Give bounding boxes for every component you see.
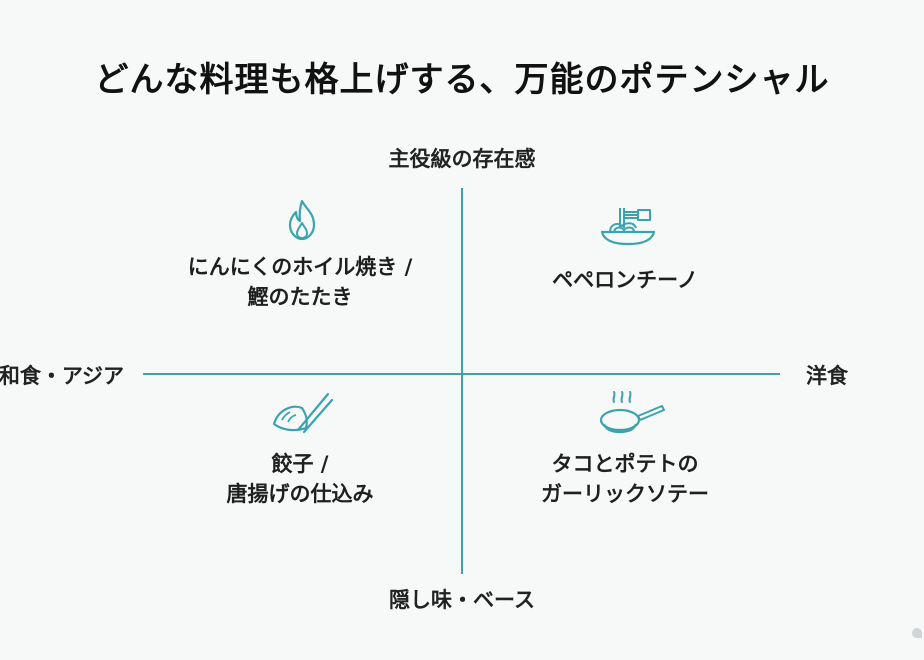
quadrant-top-right-line-1: ペペロンチーノ (552, 268, 698, 292)
pasta-fork-icon (600, 208, 656, 246)
vertical-axis (461, 188, 463, 574)
axis-label-top: 主役級の存在感 (388, 147, 536, 171)
quadrant-bottom-right: タコとポテトの ガーリックソテー (475, 449, 775, 509)
axis-label-bottom: 隠し味・ベース (389, 588, 535, 612)
axis-label-right: 洋食 (806, 364, 848, 388)
dumpling-chopsticks-icon (272, 392, 334, 434)
horizontal-axis (143, 373, 780, 375)
quadrant-bottom-left-line-2: 唐揚げの仕込み (226, 482, 374, 506)
page-title: どんな料理も格上げする、万能のポテンシャル (94, 60, 830, 100)
quadrant-bottom-left: 餃子 / 唐揚げの仕込み (150, 449, 450, 509)
corner-logo-icon (912, 628, 922, 638)
quadrant-top-left: にんにくのホイル焼き / 鰹のたたき (150, 252, 450, 312)
frying-pan-icon (599, 391, 665, 434)
quadrant-top-right: ペペロンチーノ (475, 265, 775, 295)
quadrant-bottom-left-line-1: 餃子 / (271, 452, 329, 476)
quadrant-top-left-line-1: にんにくのホイル焼き / (187, 255, 413, 279)
axis-label-left: 和食・アジア (0, 364, 124, 388)
quadrant-top-left-line-2: 鰹のたたき (247, 285, 353, 309)
quadrant-bottom-right-line-2: ガーリックソテー (541, 482, 709, 506)
flame-icon (288, 199, 316, 241)
quadrant-bottom-right-line-1: タコとポテトの (551, 452, 699, 476)
